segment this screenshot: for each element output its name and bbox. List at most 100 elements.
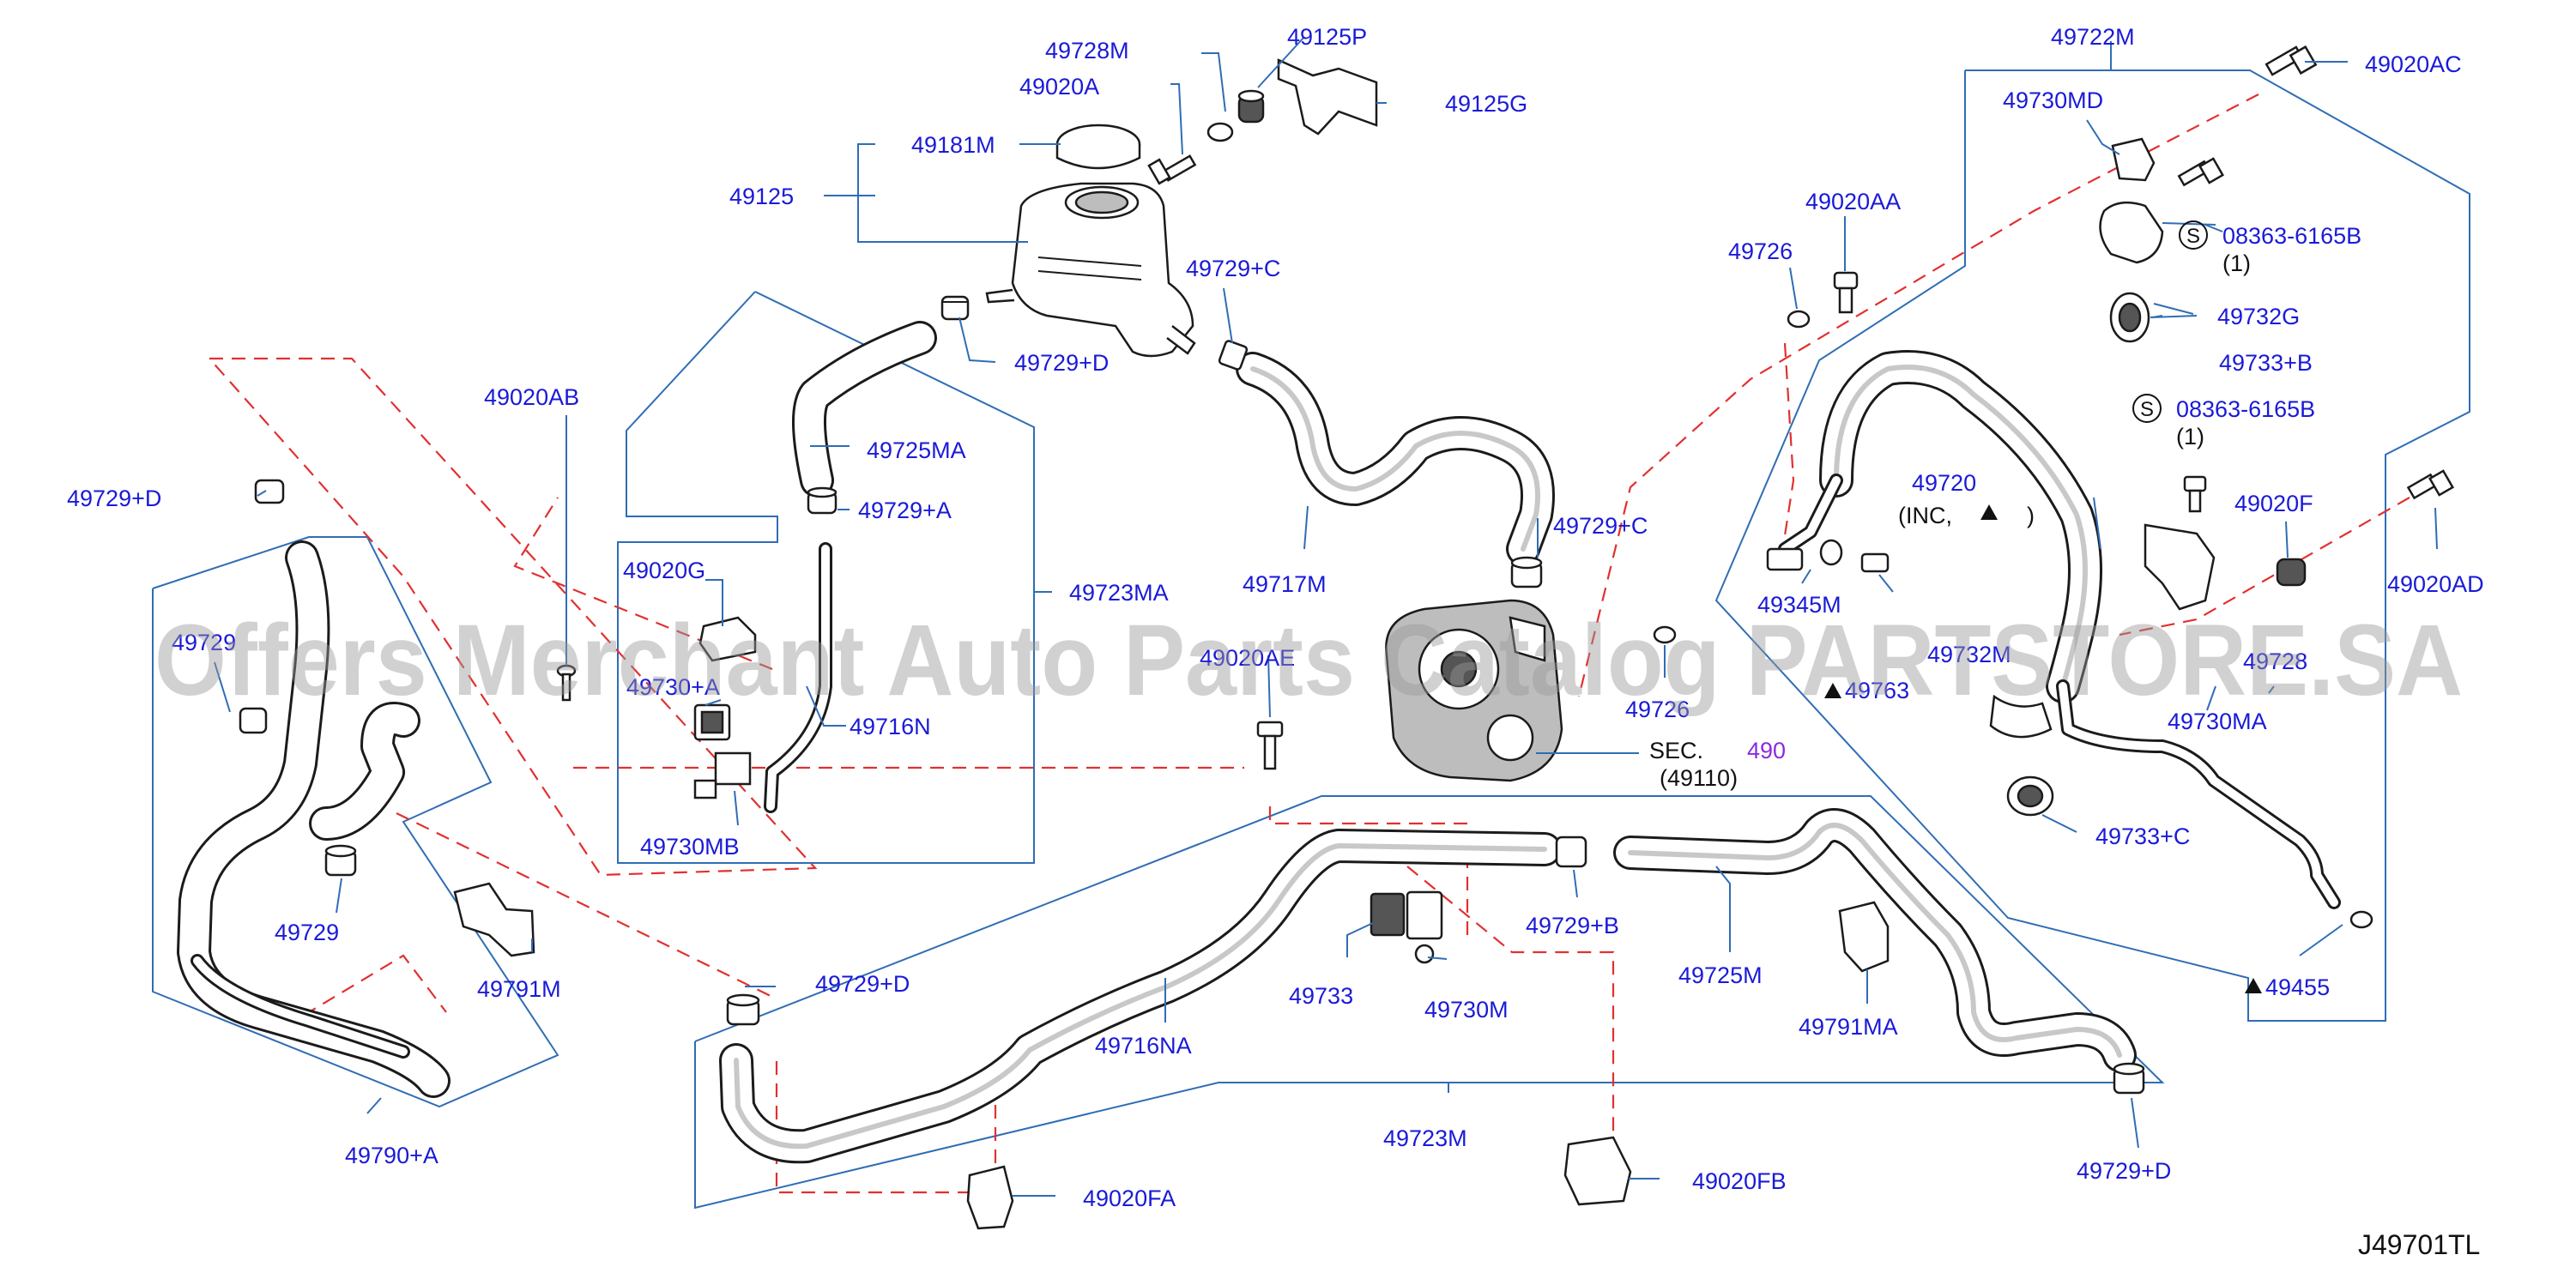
power-steering-pump: [1385, 599, 1563, 782]
clamp-49729D-left: [254, 479, 285, 504]
clamp-49732G: [2099, 201, 2164, 264]
label-49020A: 49020A: [1019, 74, 1099, 100]
label-49723MA: 49723MA: [1069, 580, 1169, 606]
clip-49730MB: [693, 751, 752, 799]
bolt-08363-top: [2177, 157, 2225, 187]
triangle-symbol-49720: [1980, 504, 1998, 520]
label-49730A: 49730+A: [626, 674, 720, 700]
s-symbol-bottom: S: [2132, 394, 2162, 423]
label-49020AE: 49020AE: [1200, 645, 1295, 671]
label-49125P: 49125P: [1287, 24, 1367, 50]
label-49763: 49763: [1845, 678, 1909, 703]
label-49729C-pump: 49729+C: [1553, 513, 1648, 539]
svg-text:S: S: [2140, 398, 2154, 421]
label-49020FA: 49020FA: [1083, 1186, 1176, 1211]
clamp-49729A: [807, 486, 838, 515]
boundary-49722M: [1714, 69, 2470, 1022]
clip-49730MD: [2111, 137, 2156, 182]
clamp-49729D-tank: [940, 295, 970, 321]
label-49720: 49720: [1912, 470, 1976, 496]
insulator-49733B: [2109, 292, 2150, 343]
label-49020FB: 49020FB: [1692, 1168, 1787, 1194]
label-49733: 49733: [1289, 983, 1353, 1009]
clamp-49729B: [1555, 836, 1587, 868]
label-49729D-left: 49729+D: [67, 486, 161, 511]
bolt-49020AD: [2406, 469, 2455, 500]
bracket-49791MA: [1838, 901, 1890, 973]
diagram-code: J49701TL: [2358, 1229, 2480, 1260]
label-08363-top-qty: (1): [2222, 250, 2251, 276]
label-49728: 49728: [2243, 649, 2307, 674]
label-49020AA: 49020AA: [1805, 189, 1901, 214]
insulator-49733: [1370, 892, 1406, 937]
clamp-49729C-pump: [1510, 556, 1543, 588]
triangle-symbol-49455: [2245, 978, 2262, 993]
triangle-symbol-49763: [1824, 683, 1841, 698]
assembly-boundaries: [152, 69, 2470, 1210]
label-49730MD: 49730MD: [2003, 87, 2103, 113]
bracket-49020FA: [966, 1165, 1014, 1230]
label-49725M: 49725M: [1678, 962, 1763, 988]
label-08363-top: 08363-6165B: [2222, 223, 2361, 249]
label-49729B: 49729+B: [1526, 913, 1619, 938]
clamp-49729: [324, 844, 357, 877]
bolt-49020AC: [2265, 45, 2318, 76]
assembly-dashed-lines: [209, 94, 2410, 1194]
label-08363-bottom-qty: (1): [2176, 424, 2204, 449]
bolt-49020AE: [1256, 721, 1284, 770]
label-49726-pump: 49726: [1625, 697, 1690, 722]
label-49730M: 49730M: [1424, 997, 1509, 1023]
label-49455: 49455: [2265, 974, 2330, 1000]
label-49020AC: 49020AC: [2365, 51, 2462, 77]
clip-49730A: [693, 703, 731, 741]
bracket-49020F: [2144, 523, 2216, 611]
watermark: Offers Merchant Auto Parts Catalog PARTS…: [154, 604, 2463, 717]
bracket-49125G: [1277, 58, 1378, 136]
sensor-49732M: [1860, 552, 1890, 573]
label-49729C-top: 49729+C: [1186, 256, 1280, 281]
label-sec: SEC.: [1649, 738, 1703, 763]
label-49020AB: 49020AB: [484, 384, 579, 410]
grommet-49125P: [1237, 89, 1265, 124]
label-49717M: 49717M: [1243, 571, 1327, 597]
clamp-49729C-top: [1218, 340, 1249, 371]
label-49728M: 49728M: [1045, 38, 1129, 63]
collar-49020F: [2276, 558, 2307, 587]
components: [239, 45, 2455, 1230]
label-49729: 49729: [275, 920, 339, 945]
boundary-49723M: [694, 795, 2165, 1210]
part-labels: 49728M 49125P 49020A 49125G 49181M 49125…: [67, 24, 2484, 1211]
label-49716N: 49716N: [850, 714, 931, 739]
svg-text:S: S: [2186, 225, 2200, 248]
label-49716NA: 49716NA: [1095, 1033, 1192, 1059]
clip-49730MA: [1989, 694, 2053, 739]
bracket-49791M: [453, 882, 535, 957]
label-49732G: 49732G: [2217, 304, 2300, 329]
label-49720-inc: (INC,: [1898, 503, 1952, 528]
label-49729D-right: 49729+D: [2077, 1158, 2171, 1184]
label-49725MA: 49725MA: [867, 437, 966, 463]
label-49730MB: 49730MB: [640, 834, 740, 860]
label-49723M: 49723M: [1383, 1125, 1467, 1151]
label-49729A: 49729+A: [858, 498, 952, 523]
label-49729D-tank: 49729+D: [1014, 350, 1109, 376]
label-49020G: 49020G: [623, 558, 705, 583]
label-49181M: 49181M: [911, 132, 995, 158]
label-sec-ref: (49110): [1660, 765, 1738, 791]
label-49722M: 49722M: [2051, 24, 2135, 50]
label-49733C: 49733+C: [2095, 824, 2190, 849]
bolt-49020A: [1147, 154, 1197, 185]
label-49790A: 49790+A: [345, 1143, 438, 1168]
washer-49726-pump: [1653, 625, 1677, 644]
boundary-49790A: [152, 536, 559, 1108]
washer-49726: [1787, 310, 1811, 329]
leader-lines: [214, 36, 2438, 1197]
clamp-49729D-mid: [726, 993, 760, 1026]
clamp-left-upper: [239, 707, 268, 734]
hoses-and-pipes: [177, 321, 2341, 1164]
bolt-08363-bottom: [2183, 475, 2207, 513]
label-49720-inc-close: ): [2027, 503, 2035, 528]
bolt-49020AA: [1833, 271, 1859, 314]
label-49733B: 49733+B: [2219, 350, 2313, 376]
